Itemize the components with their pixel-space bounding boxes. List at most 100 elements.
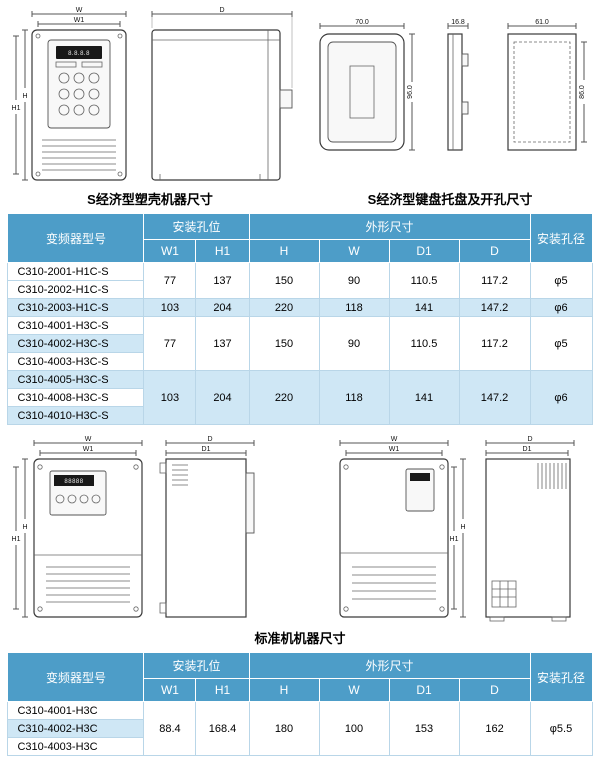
table-row: C310-4008-H3C-S bbox=[7, 388, 592, 407]
dim-label-d: D bbox=[207, 436, 212, 443]
sub-header-w1: W1 bbox=[143, 678, 197, 702]
col-header-hole: 安装孔径 bbox=[529, 652, 593, 702]
hole-cell: φ5.5 bbox=[529, 701, 593, 756]
dim-label-h: H bbox=[22, 93, 27, 100]
table-row: C310-4010-H3C-S bbox=[7, 406, 592, 425]
dim-cell: 118 bbox=[318, 298, 390, 317]
table-row: C310-2001-H1C-S 77 137 150 90 110.5 117.… bbox=[7, 262, 593, 299]
sub-header-w1: W1 bbox=[143, 239, 197, 263]
hole-cell: φ5 bbox=[529, 316, 593, 371]
model-cell: C310-4001-H3C-S bbox=[7, 316, 145, 335]
dim-cell: 147.2 bbox=[458, 298, 531, 317]
dim-label-w1: W1 bbox=[74, 17, 85, 24]
dim-cell: 150 bbox=[248, 262, 320, 299]
dim-cell: 141 bbox=[388, 298, 460, 317]
dim-label-tray-width: 70.0 bbox=[355, 19, 369, 26]
dim-label-w: W bbox=[76, 7, 83, 14]
dim-cell: 204 bbox=[195, 298, 250, 317]
standard-front-view-drawing: W W1 H1 H 88888 bbox=[12, 436, 143, 618]
keypad-tray-side-drawing: 16.8 bbox=[447, 19, 469, 151]
table-row: C310-4005-H3C-S 103 204 220 118 141 147.… bbox=[7, 370, 593, 425]
keypad-tray-drawings: 70.0 96.0 16.8 61.0 8 bbox=[306, 16, 592, 158]
dim-cell: 88.4 bbox=[143, 701, 197, 756]
dim-label-cutout-height: 86.0 bbox=[579, 85, 586, 99]
model-cell: C310-2002-H1C-S bbox=[7, 280, 145, 299]
model-cell: C310-4002-H3C bbox=[7, 719, 145, 738]
dim-cell: 220 bbox=[248, 370, 320, 425]
dim-label-w: W bbox=[391, 436, 398, 443]
col-header-model: 变频器型号 bbox=[7, 652, 145, 702]
dim-cell: 77 bbox=[143, 262, 197, 299]
model-cell: C310-4003-H3C-S bbox=[7, 352, 145, 371]
caption-s-keypad: S经济型键盘托盘及开孔尺寸 bbox=[367, 192, 533, 207]
dim-cell: 117.2 bbox=[458, 316, 531, 371]
col-header-hole: 安装孔径 bbox=[529, 213, 593, 263]
dim-cell: 100 bbox=[318, 701, 390, 756]
table-row: C310-4001-H3C 88.4 168.4 180 100 153 162… bbox=[7, 701, 593, 756]
panel-cutout-drawing: 61.0 86.0 bbox=[507, 19, 587, 151]
dim-cell: 180 bbox=[248, 701, 320, 756]
dim-label-tray-height: 96.0 bbox=[407, 85, 414, 99]
dim-label-w: W bbox=[85, 436, 92, 443]
table-row: C310-2002-H1C-S bbox=[7, 280, 592, 299]
model-cell: C310-4002-H3C-S bbox=[7, 334, 145, 353]
dim-label-h: H bbox=[22, 524, 27, 531]
dim-cell: 168.4 bbox=[195, 701, 250, 756]
led-display-text: 88888 bbox=[64, 479, 83, 485]
dim-cell: 110.5 bbox=[388, 316, 460, 371]
dim-label-w1: W1 bbox=[83, 446, 94, 453]
dim-cell: 103 bbox=[143, 370, 197, 425]
sub-header-h: H bbox=[248, 678, 320, 702]
sub-header-d1: D1 bbox=[388, 239, 460, 263]
sub-header-d: D bbox=[458, 678, 531, 702]
sub-header-w: W bbox=[318, 678, 390, 702]
dim-cell: 153 bbox=[388, 701, 460, 756]
dim-label-d: D bbox=[527, 436, 532, 443]
hole-cell: φ6 bbox=[529, 298, 593, 317]
sub-header-h1: H1 bbox=[195, 678, 250, 702]
dim-cell: 220 bbox=[248, 298, 320, 317]
dim-cell: 103 bbox=[143, 298, 197, 317]
s-type-drawings-row: W W1 H1 H 8.8.8.8 D bbox=[0, 4, 600, 186]
hole-cell: φ6 bbox=[529, 370, 593, 425]
s-series-dimensions-table: 变频器型号 安装孔位 外形尺寸 安装孔径 W1 H1 H W D1 D C310… bbox=[7, 213, 593, 425]
table-row: C310-2003-H1C-S 103 204 220 118 141 147.… bbox=[7, 298, 593, 317]
model-cell: C310-2001-H1C-S bbox=[7, 262, 145, 281]
model-cell: C310-4010-H3C-S bbox=[7, 406, 145, 425]
dim-cell: 110.5 bbox=[388, 262, 460, 299]
standard-dimensions-table: 变频器型号 安装孔位 外形尺寸 安装孔径 W1 H1 H W D1 D C310… bbox=[7, 652, 593, 756]
dim-cell: 117.2 bbox=[458, 262, 531, 299]
col-header-model: 变频器型号 bbox=[7, 213, 145, 263]
hole-cell: φ5 bbox=[529, 262, 593, 299]
row1-captions: S经济型塑壳机器尺寸 S经济型键盘托盘及开孔尺寸 bbox=[0, 189, 600, 208]
standard-side-view-2-drawing: D D1 bbox=[485, 436, 575, 622]
dim-cell: 77 bbox=[143, 316, 197, 371]
sub-header-d: D bbox=[458, 239, 531, 263]
standard-front-view-2-drawing: W W1 H1 H bbox=[339, 436, 466, 618]
dim-label-d1: D1 bbox=[202, 446, 211, 453]
table-header: 变频器型号 安装孔位 外形尺寸 安装孔径 W1 H1 H W D1 D bbox=[7, 213, 593, 263]
dim-cell: 147.2 bbox=[458, 370, 531, 425]
dim-label-h: H bbox=[460, 524, 465, 531]
sub-header-h1: H1 bbox=[195, 239, 250, 263]
dim-label-d1: D1 bbox=[523, 446, 532, 453]
dim-label-h1: H1 bbox=[12, 105, 21, 112]
sub-header-w: W bbox=[318, 239, 390, 263]
dim-cell: 150 bbox=[248, 316, 320, 371]
sub-header-h: H bbox=[248, 239, 320, 263]
dim-cell: 90 bbox=[318, 316, 390, 371]
dim-cell: 118 bbox=[318, 370, 390, 425]
model-cell: C310-4003-H3C bbox=[7, 737, 145, 756]
dim-label-h1: H1 bbox=[450, 536, 459, 543]
caption-standard: 标准机机器尺寸 bbox=[254, 631, 346, 646]
table-header: 变频器型号 安装孔位 外形尺寸 安装孔径 W1 H1 H W D1 D bbox=[7, 652, 593, 702]
model-cell: C310-4008-H3C-S bbox=[7, 388, 145, 407]
col-header-outline: 外形尺寸 bbox=[248, 652, 531, 679]
standard-side-view-drawing: D D1 bbox=[159, 436, 255, 618]
table-row: C310-4003-H3C-S bbox=[7, 352, 592, 371]
caption-s-plastic: S经济型塑壳机器尺寸 bbox=[87, 192, 213, 207]
standard-machine-drawings-row: W W1 H1 H 88888 D D1 bbox=[0, 433, 600, 625]
dim-cell: 137 bbox=[195, 262, 250, 299]
model-cell: C310-4005-H3C-S bbox=[7, 370, 145, 389]
